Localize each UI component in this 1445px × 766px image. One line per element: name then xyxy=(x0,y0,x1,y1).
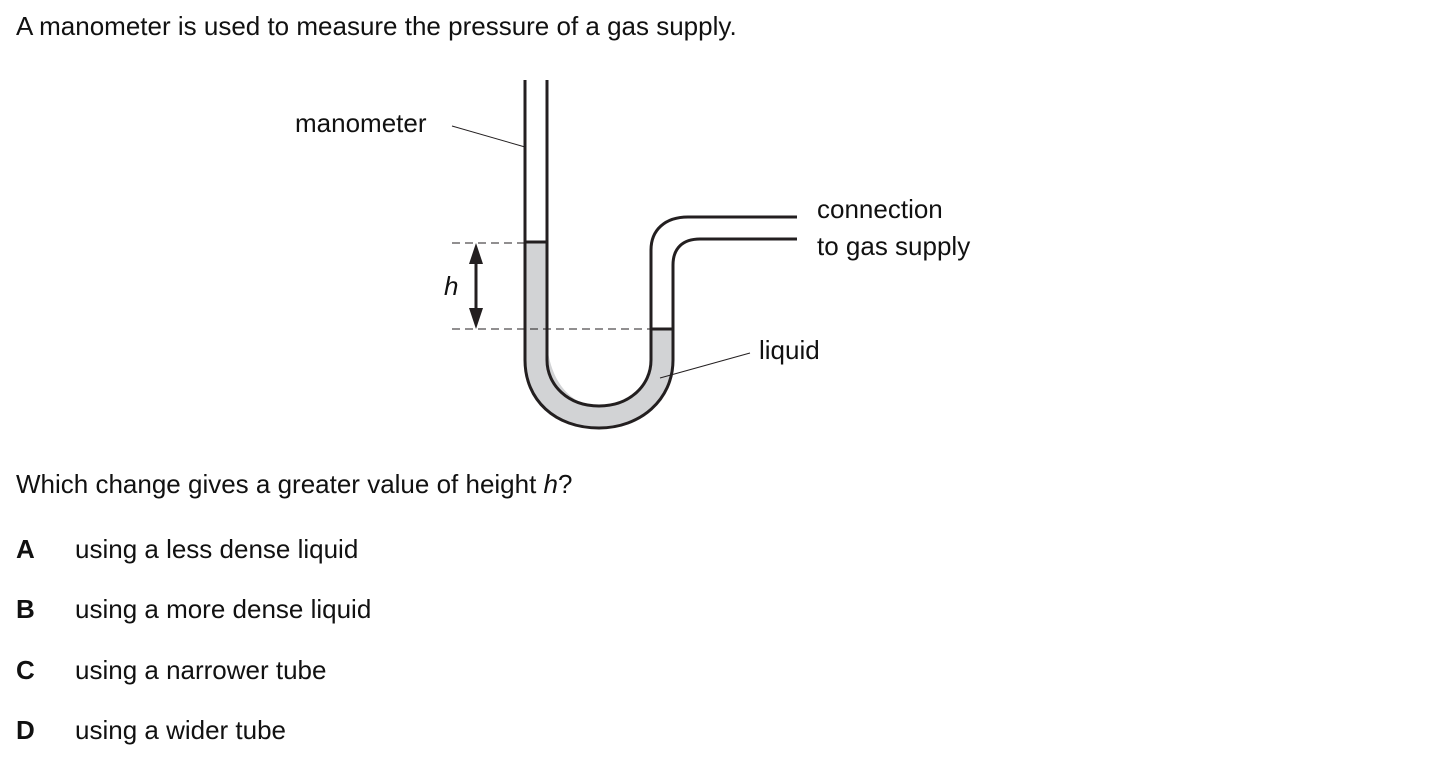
option-letter: D xyxy=(16,715,35,745)
intro-text: A manometer is used to measure the press… xyxy=(16,11,737,41)
manometer-leader-line xyxy=(451,125,526,148)
question-variable: h xyxy=(543,469,559,499)
option-text: using a narrower tube xyxy=(75,655,327,685)
option-text: using a less dense liquid xyxy=(75,534,359,564)
option-letter: A xyxy=(16,534,35,564)
option-text: using a more dense liquid xyxy=(75,594,372,624)
height-arrow-down-icon xyxy=(469,308,483,329)
connection-label-line1: connection xyxy=(817,194,943,224)
question-mark: ? xyxy=(558,469,573,499)
option-d[interactable]: D using a wider tube xyxy=(16,714,286,746)
question-stem: Which change gives a greater value of he… xyxy=(16,469,544,499)
question-text: Which change gives a greater value of he… xyxy=(16,468,572,500)
height-label: h xyxy=(444,271,459,301)
option-b[interactable]: B using a more dense liquid xyxy=(16,593,371,625)
tube-inner-wall xyxy=(545,80,797,408)
manometer-label: manometer xyxy=(295,108,427,138)
option-c[interactable]: C using a narrower tube xyxy=(16,654,326,686)
option-text: using a wider tube xyxy=(75,715,287,745)
option-a[interactable]: A using a less dense liquid xyxy=(16,533,358,565)
liquid-fill xyxy=(526,242,672,428)
connection-label-line2: to gas supply xyxy=(817,231,971,261)
tube-outer-wall xyxy=(523,80,797,430)
liquid-leader-line xyxy=(659,352,751,379)
height-arrow-up-icon xyxy=(469,243,483,264)
option-letter: C xyxy=(16,655,35,685)
liquid-label: liquid xyxy=(759,335,820,365)
option-letter: B xyxy=(16,594,35,624)
